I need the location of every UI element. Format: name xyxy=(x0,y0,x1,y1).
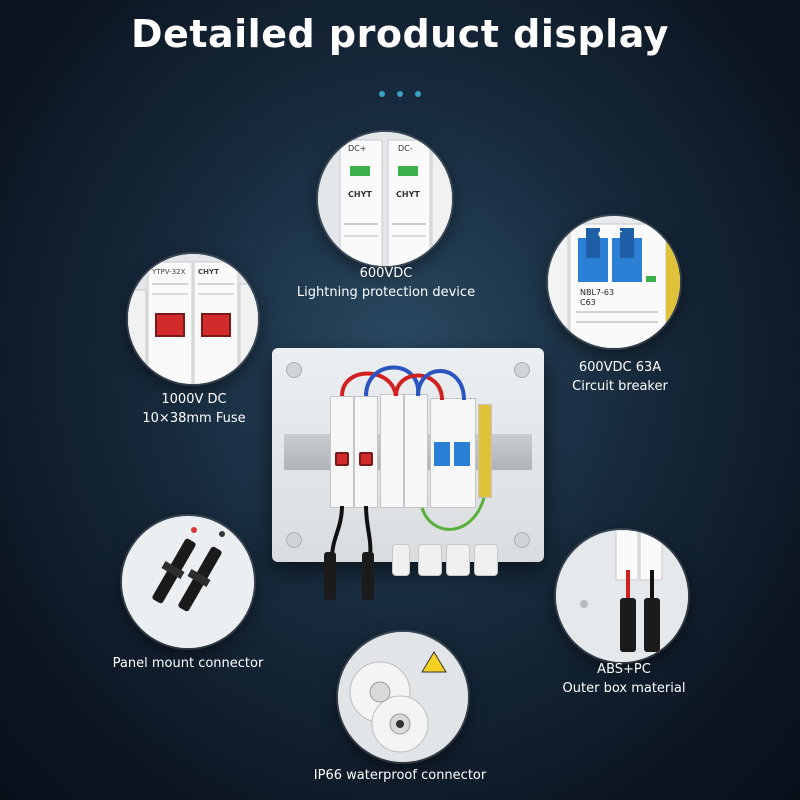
spd-photo: DC+ DC- CHYT CHYT xyxy=(318,132,452,266)
fuse-window xyxy=(359,452,373,466)
breaker-caption-line2: Circuit breaker xyxy=(572,379,668,394)
fuse-caption-line1: 1000V DC xyxy=(161,392,227,407)
screw xyxy=(514,532,530,548)
wiring xyxy=(330,365,486,559)
breaker-caption: 600VDC 63A Circuit breaker xyxy=(534,358,706,396)
connector-photo xyxy=(122,516,254,648)
cable-gland xyxy=(446,544,470,576)
fuse-brand: CHYT xyxy=(198,268,219,276)
carousel-dots xyxy=(0,82,800,101)
spd-brand: CHYT xyxy=(348,190,372,199)
surge-module xyxy=(404,394,428,508)
cable-gland xyxy=(392,544,410,576)
mc4-connector xyxy=(324,552,336,600)
breaker-handle xyxy=(434,442,450,466)
screw xyxy=(286,532,302,548)
gland-caption-line1: IP66 waterproof connector xyxy=(313,768,487,783)
gland-illustration xyxy=(338,632,468,762)
fuse-model: YTPV-32X xyxy=(152,268,186,276)
material-illustration xyxy=(556,530,688,662)
spd-illustration xyxy=(318,132,452,266)
cable-gland xyxy=(474,544,498,576)
dot xyxy=(397,91,403,97)
spd-caption-line2: Lightning protection device xyxy=(296,285,476,300)
breaker-photo: CHYT NBL7-63 C63 xyxy=(548,216,680,348)
spd-label-minus: DC- xyxy=(398,144,413,153)
fuse-window xyxy=(335,452,349,466)
material-caption-line2: Outer box material xyxy=(562,681,686,696)
cable-gland xyxy=(418,544,442,576)
gland-photo xyxy=(338,632,468,762)
spd-brand-2: CHYT xyxy=(396,190,420,199)
surge-module xyxy=(380,394,404,508)
page-title: Detailed product display xyxy=(131,12,669,56)
gland-caption: IP66 waterproof connector xyxy=(290,766,510,785)
terminal-block xyxy=(478,404,492,498)
breaker-caption-line1: 600VDC 63A xyxy=(578,360,662,375)
breaker-model: NBL7-63 xyxy=(580,288,615,297)
mc4-connector xyxy=(362,552,374,600)
spd-label-plus: DC+ xyxy=(348,144,367,153)
connector-caption: Panel mount connector xyxy=(98,654,278,673)
breaker-brand: CHYT xyxy=(598,230,622,239)
breaker-rating: C63 xyxy=(580,298,596,307)
fuse-illustration xyxy=(128,254,258,384)
spd-caption: 600VDC Lightning protection device xyxy=(270,264,502,302)
fuse-photo: YTPV-32X CHYT xyxy=(128,254,258,384)
screw xyxy=(286,362,302,378)
spd-caption-line1: 600VDC xyxy=(359,266,413,281)
connector-illustration xyxy=(122,516,254,648)
dot xyxy=(415,91,421,97)
connector-caption-line1: Panel mount connector xyxy=(112,656,264,671)
dot xyxy=(379,91,385,97)
breaker-handle xyxy=(454,442,470,466)
fuse-caption-line2: 10×38mm Fuse xyxy=(142,411,246,426)
material-photo xyxy=(556,530,688,662)
fuse-caption: 1000V DC 10×38mm Fuse xyxy=(112,390,276,428)
material-caption: ABS+PC Outer box material xyxy=(536,660,712,698)
material-caption-line1: ABS+PC xyxy=(597,662,651,677)
screw xyxy=(514,362,530,378)
combiner-box xyxy=(272,348,544,576)
